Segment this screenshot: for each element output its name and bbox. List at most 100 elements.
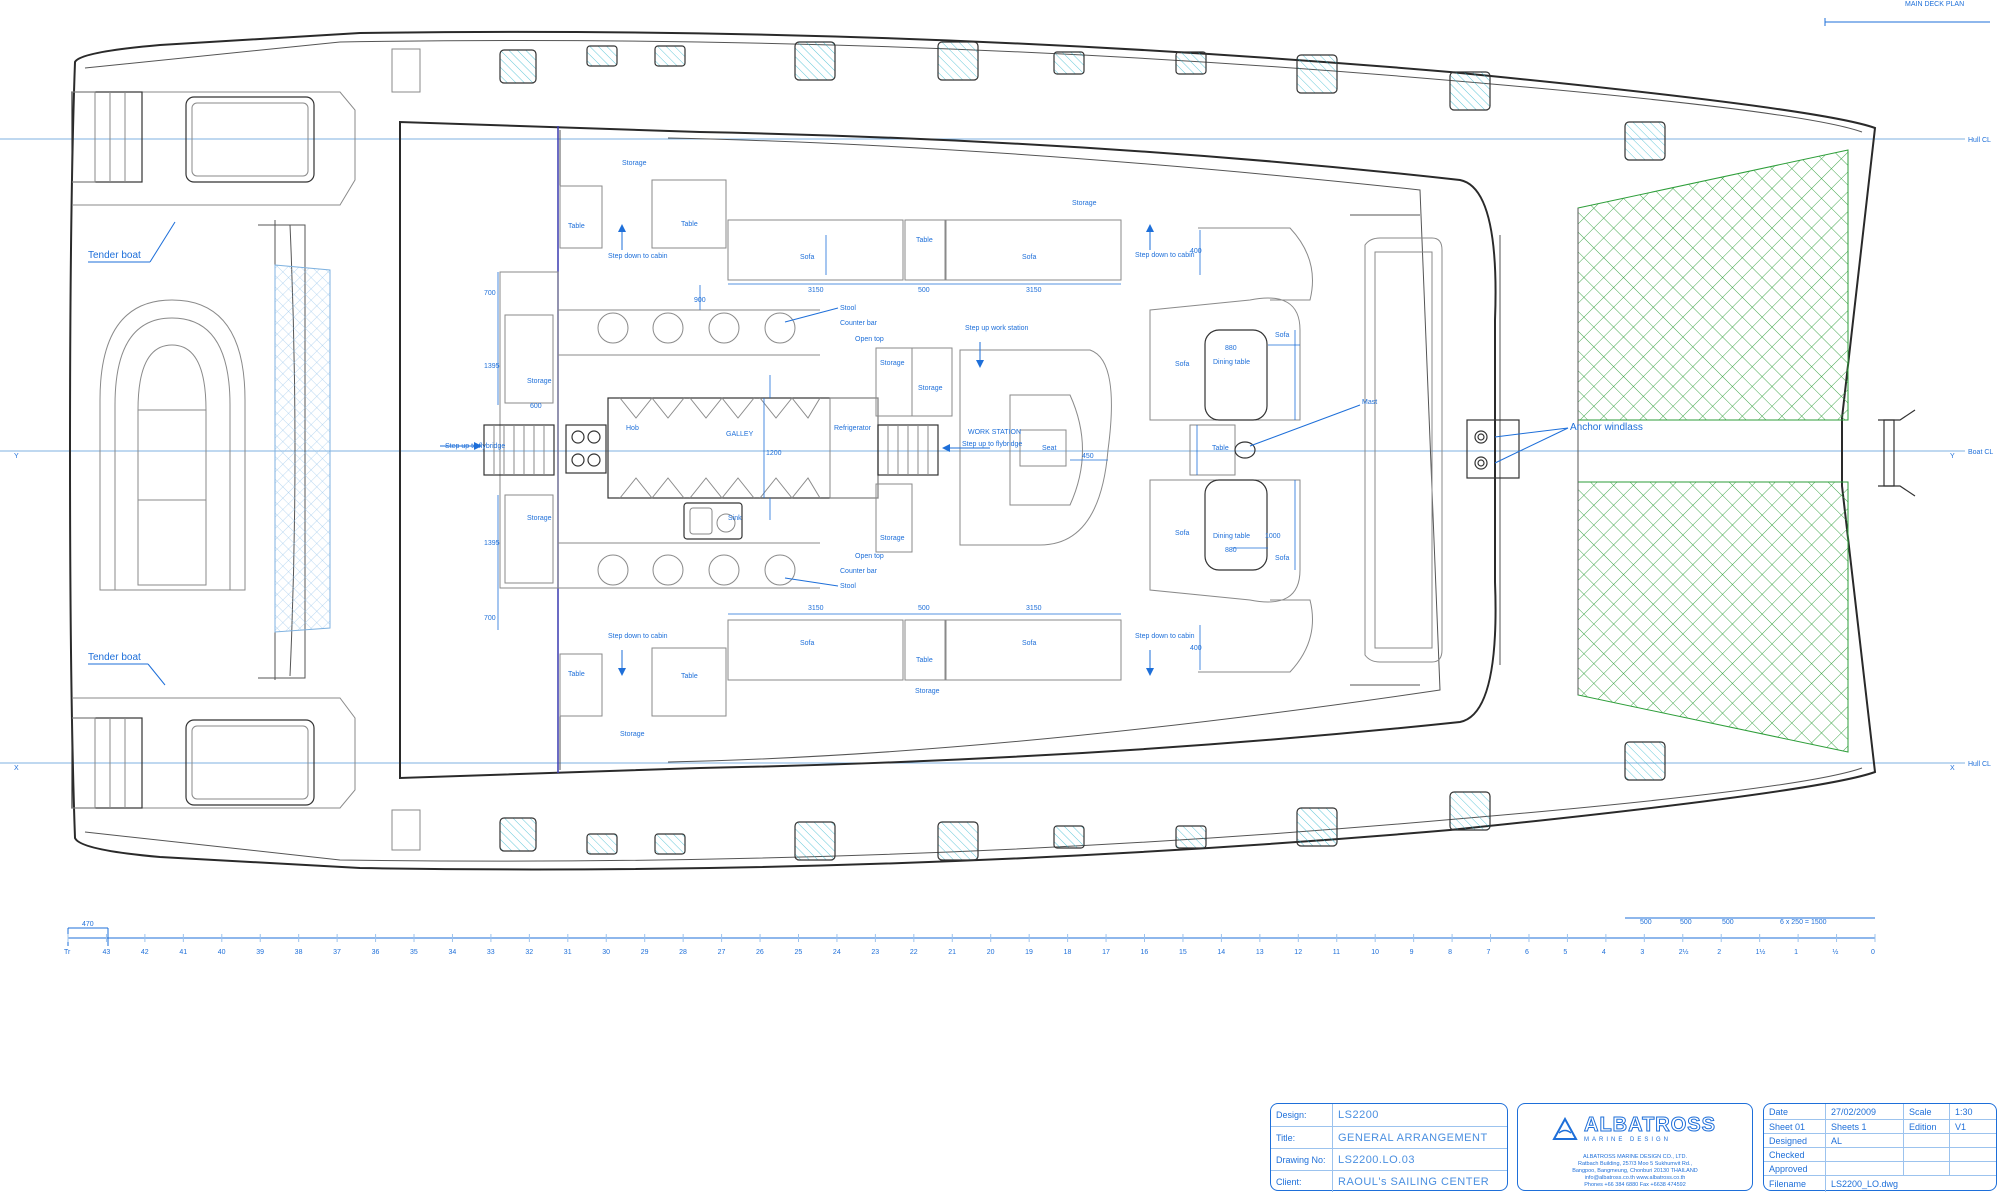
info-sheets-value: Sheets 1	[1826, 1120, 1904, 1134]
dim-880-lower: 880	[1225, 547, 1237, 554]
frame-number: 39	[256, 949, 264, 956]
table-label-dining: Table	[1212, 445, 1229, 452]
address-line: info@albatross.co.th www.albatross.co.th	[1584, 1175, 1686, 1181]
dim-600-aft: 600	[530, 403, 542, 410]
dim-700-upper: 700	[484, 290, 496, 297]
dim-3150-lower-2: 3150	[1026, 605, 1042, 612]
anchor-windlass-label: Anchor windlass	[1570, 422, 1643, 433]
step-down-cabin-fwd-upper: Step down to cabin	[1135, 252, 1195, 259]
tender-boat-label-upper: Tender boat	[88, 250, 141, 261]
info-approved-value	[1826, 1162, 1904, 1176]
frame-number: 42	[141, 949, 149, 956]
dim-500-lower: 500	[918, 605, 930, 612]
frame-number: 17	[1102, 949, 1110, 956]
step-up-flybridge-fwd: Step up to flybridge	[962, 441, 1022, 448]
frame-number: 22	[910, 949, 918, 956]
refrigerator-label: Refrigerator	[834, 425, 872, 432]
frame-number: 13	[1256, 949, 1264, 956]
frame-number: 2	[1717, 949, 1721, 956]
frame-number: 37	[333, 949, 341, 956]
x-marker-right: X	[1950, 765, 1955, 772]
sheet-label: MAIN DECK PLAN	[1905, 1, 1964, 8]
sofa-label-upper-2: Sofa	[1022, 254, 1037, 261]
dining-areas	[1149, 227, 1443, 673]
frame-number: 8	[1448, 949, 1452, 956]
galley-counter	[565, 397, 879, 540]
sofa-label-dining-lower-2: Sofa	[1275, 555, 1290, 562]
hull-outline	[68, 30, 1877, 871]
dining-table-label-upper: Dining table	[1213, 359, 1250, 366]
title-block-info: Date 27/02/2009 Scale 1:30 Sheet 01 Shee…	[1763, 1103, 1997, 1192]
frame-number: 15	[1179, 949, 1187, 956]
info-date-label: Date	[1764, 1104, 1826, 1119]
step-up-workstation-label: Step up work station	[965, 325, 1029, 332]
tender-boat-label-lower: Tender boat	[88, 652, 141, 663]
trampoline-net-port	[1577, 149, 1849, 421]
boat-cl-label: Boat CL	[1968, 449, 1993, 456]
tb-row-client: Client: RAOUL's SAILING CENTER	[1271, 1170, 1507, 1192]
frame-number: 5	[1563, 949, 1567, 956]
frame-number: 41	[179, 949, 187, 956]
storage-label-fwd-upper: Storage	[880, 360, 905, 367]
galley-label: GALLEY	[726, 431, 754, 438]
frame-number: 10	[1371, 949, 1379, 956]
address-line: Ratbach Building, 257/3 Moo 5 Sukhumvit …	[1577, 1161, 1693, 1167]
storage-label-mid-lower: Storage	[915, 688, 940, 695]
frame-number: 3	[1640, 949, 1644, 956]
info-checked-label: Checked	[1764, 1148, 1826, 1162]
aft-netting	[274, 264, 331, 633]
tb-drawing-no-label: Drawing No:	[1271, 1149, 1333, 1171]
aft-flybridge-stairs	[483, 424, 555, 476]
dim-500-upper: 500	[918, 287, 930, 294]
galley-stools	[558, 309, 820, 589]
info-blank-1	[1904, 1134, 1950, 1148]
storage-label-fwd-lower: Storage	[880, 535, 905, 542]
frame-number: 32	[525, 949, 533, 956]
storage-label-aft-starboard: Storage	[527, 515, 552, 522]
cabin-outline	[399, 120, 1497, 780]
aft-starboard-hull-steps	[71, 697, 421, 851]
table-label-mid-lower: Table	[916, 657, 933, 664]
frame-number: 16	[1141, 949, 1149, 956]
frame-number: 0	[1871, 949, 1875, 956]
info-blank-3	[1904, 1162, 1950, 1176]
tb-row-title: Title: GENERAL ARRANGEMENT	[1271, 1126, 1507, 1149]
dim-3150-upper-1: 3150	[808, 287, 824, 294]
frame-number: 24	[833, 949, 841, 956]
frame-number: 14	[1217, 949, 1225, 956]
step-up-flybridge-aft: Step up to flybridge	[445, 443, 505, 450]
table-label-aft-upper-1: Table	[568, 223, 585, 230]
dim-400-upper: 400	[1190, 248, 1202, 255]
dim-3150-lower-1: 3150	[808, 605, 824, 612]
tb-client-value: RAOUL's SAILING CENTER	[1338, 1175, 1490, 1188]
frame-number: 2½	[1679, 948, 1689, 956]
frame-right-dim: 500	[1680, 919, 1692, 926]
info-filename-label: Filename	[1764, 1176, 1826, 1192]
title-block-company: ALBATROSS MARINE DESIGN ALBATROSS MARINE…	[1517, 1103, 1753, 1191]
sofa-label-dining-upper-2: Sofa	[1275, 332, 1290, 339]
frame-number: 33	[487, 949, 495, 956]
sofa-label-lower-2: Sofa	[1022, 640, 1037, 647]
frame-number: 11	[1333, 949, 1340, 956]
x-marker-left: X	[14, 765, 19, 772]
open-top-label-lower: Open top	[855, 553, 884, 560]
hull-cl-label-lower: Hull CL	[1968, 761, 1991, 768]
address-line: Phones +66 384 6880 Fax +6638 474592	[1584, 1182, 1686, 1188]
deck-hatches-upper	[499, 41, 1666, 161]
info-designed-value: AL	[1826, 1134, 1904, 1148]
info-designed-label: Designed	[1764, 1134, 1826, 1148]
info-row-sheet: Sheet 01 Sheets 1 Edition V1	[1764, 1119, 1996, 1134]
sink-label: Sink	[728, 515, 742, 522]
frame-number: 31	[564, 949, 572, 956]
title-block-design: Design: LS2200 Title: GENERAL ARRANGEMEN…	[1270, 1103, 1508, 1192]
frame-number: 30	[602, 949, 610, 956]
frame-right-dim: 500	[1640, 919, 1652, 926]
frame-number: ½	[1833, 948, 1839, 956]
tb-title-value: GENERAL ARRANGEMENT	[1338, 1132, 1488, 1144]
tb-title-label: Title:	[1271, 1127, 1333, 1149]
frame-number: 25	[794, 949, 802, 956]
storage-label-aft-lower: Storage	[620, 731, 645, 738]
dim-3150-upper-2: 3150	[1026, 287, 1042, 294]
open-top-label-upper: Open top	[855, 336, 884, 343]
